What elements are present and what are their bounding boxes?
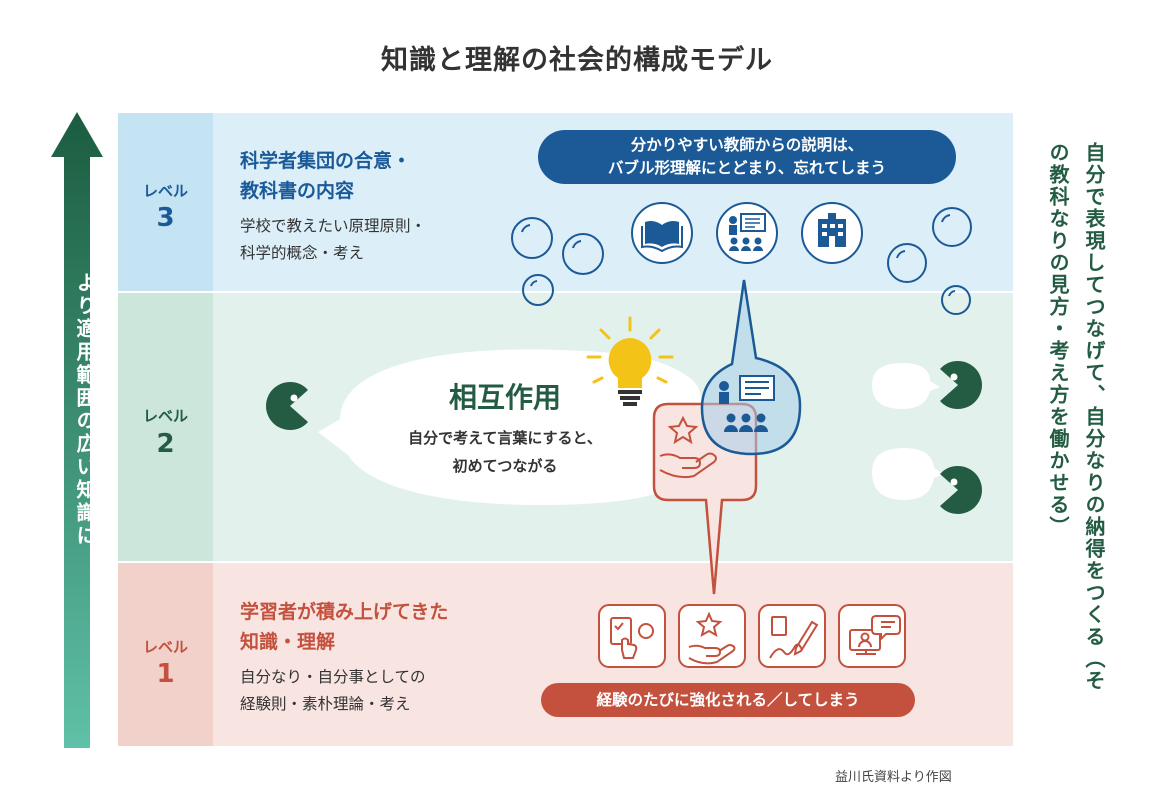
open-book-icon — [631, 202, 693, 264]
checklist-touch-icon — [610, 617, 654, 659]
hand-star-callout-icon — [659, 415, 717, 479]
level-2-label: レベル — [142, 407, 188, 425]
level-3-heading: 科学者集団の合意・ 教科書の内容 — [240, 146, 411, 206]
right-side-caption: 自分で表現してつなげて、自分なりの納得をつくる（その教科なりの見方・考え方を働か… — [1046, 142, 1106, 692]
right-speaker-character-upper — [940, 360, 982, 410]
level-1-description: 自分なり・自分事としての 経験則・素朴理論・考え — [240, 664, 426, 718]
dialogue-bubble — [318, 349, 702, 505]
video-chat-icon — [849, 615, 901, 655]
hand-star-icon — [688, 611, 736, 665]
level-3-heading-line-2: 教科書の内容 — [240, 180, 355, 202]
teacher-presentation-icon — [716, 202, 778, 264]
writing-pen-box — [758, 604, 826, 668]
level-1-column: レベル 1 — [118, 563, 213, 746]
level-3-description: 学校で教えたい原理原則・ 科学的概念・考え — [240, 213, 426, 267]
experience-reinforced-pill: 経験のたびに強化される／してしまう — [541, 683, 915, 717]
teacher-callout — [700, 279, 802, 456]
level-1-label: レベル — [142, 638, 188, 656]
level-3-heading-line-1: 科学者集団の合意・ — [240, 150, 412, 172]
hand-star-box — [678, 604, 746, 668]
source-footnote: 益川氏資料より作図 — [835, 770, 952, 785]
level-1-number: 1 — [156, 659, 175, 689]
level-2-number: 2 — [156, 429, 175, 459]
right-bubble-lower — [872, 448, 944, 500]
interaction-desc-line-2: 初めてつながる — [452, 457, 558, 475]
left-arrow-caption: より適用範囲の広い知識に — [73, 272, 97, 548]
level-1-heading-line-2: 知識・理解 — [240, 631, 336, 653]
interaction-title: 相互作用 — [448, 381, 561, 414]
level-1-desc-line-1: 自分なり・自分事としての — [240, 668, 426, 686]
level-2-column: レベル 2 — [118, 293, 213, 561]
school-building-icon — [801, 202, 863, 264]
level-3-desc-line-1: 学校で教えたい原理原則・ — [240, 217, 427, 235]
teacher-callout-icon — [719, 375, 775, 432]
bubble-understanding-pill: 分かりやすい教師からの説明は、 バブル形理解にとどまり、忘れてしまう — [538, 130, 956, 184]
level-3-number: 3 — [156, 203, 175, 233]
pill-blue-line-2: バブル形理解にとどまり、忘れてしまう — [608, 159, 886, 177]
interaction-desc-line-1: 自分で考えて言葉にすると、 — [408, 429, 602, 447]
level-3-column: レベル 3 — [118, 113, 213, 291]
upward-arrow — [51, 112, 103, 748]
writing-pen-icon — [769, 616, 819, 659]
level-1-heading-line-1: 学習者が積み上げてきた — [240, 601, 449, 623]
soap-bubbles — [511, 207, 972, 315]
pill-blue-line-1: 分かりやすい教師からの説明は、 — [630, 136, 864, 154]
level-3-label: レベル — [142, 182, 188, 200]
diagram-title: 知識と理解の社会的構成モデル — [381, 45, 773, 76]
level-1-heading: 学習者が積み上げてきた 知識・理解 — [240, 597, 448, 657]
left-speaker-character — [266, 381, 308, 431]
level-1-desc-line-2: 経験則・素朴理論・考え — [240, 695, 411, 713]
interaction-description: 自分で考えて言葉にすると、 初めてつながる — [360, 424, 650, 480]
light-bulb-icon — [586, 316, 674, 406]
right-speaker-character-lower — [940, 465, 982, 515]
level-3-desc-line-2: 科学的概念・考え — [240, 244, 365, 262]
right-bubble-upper — [872, 363, 940, 409]
video-chat-box — [838, 604, 906, 668]
